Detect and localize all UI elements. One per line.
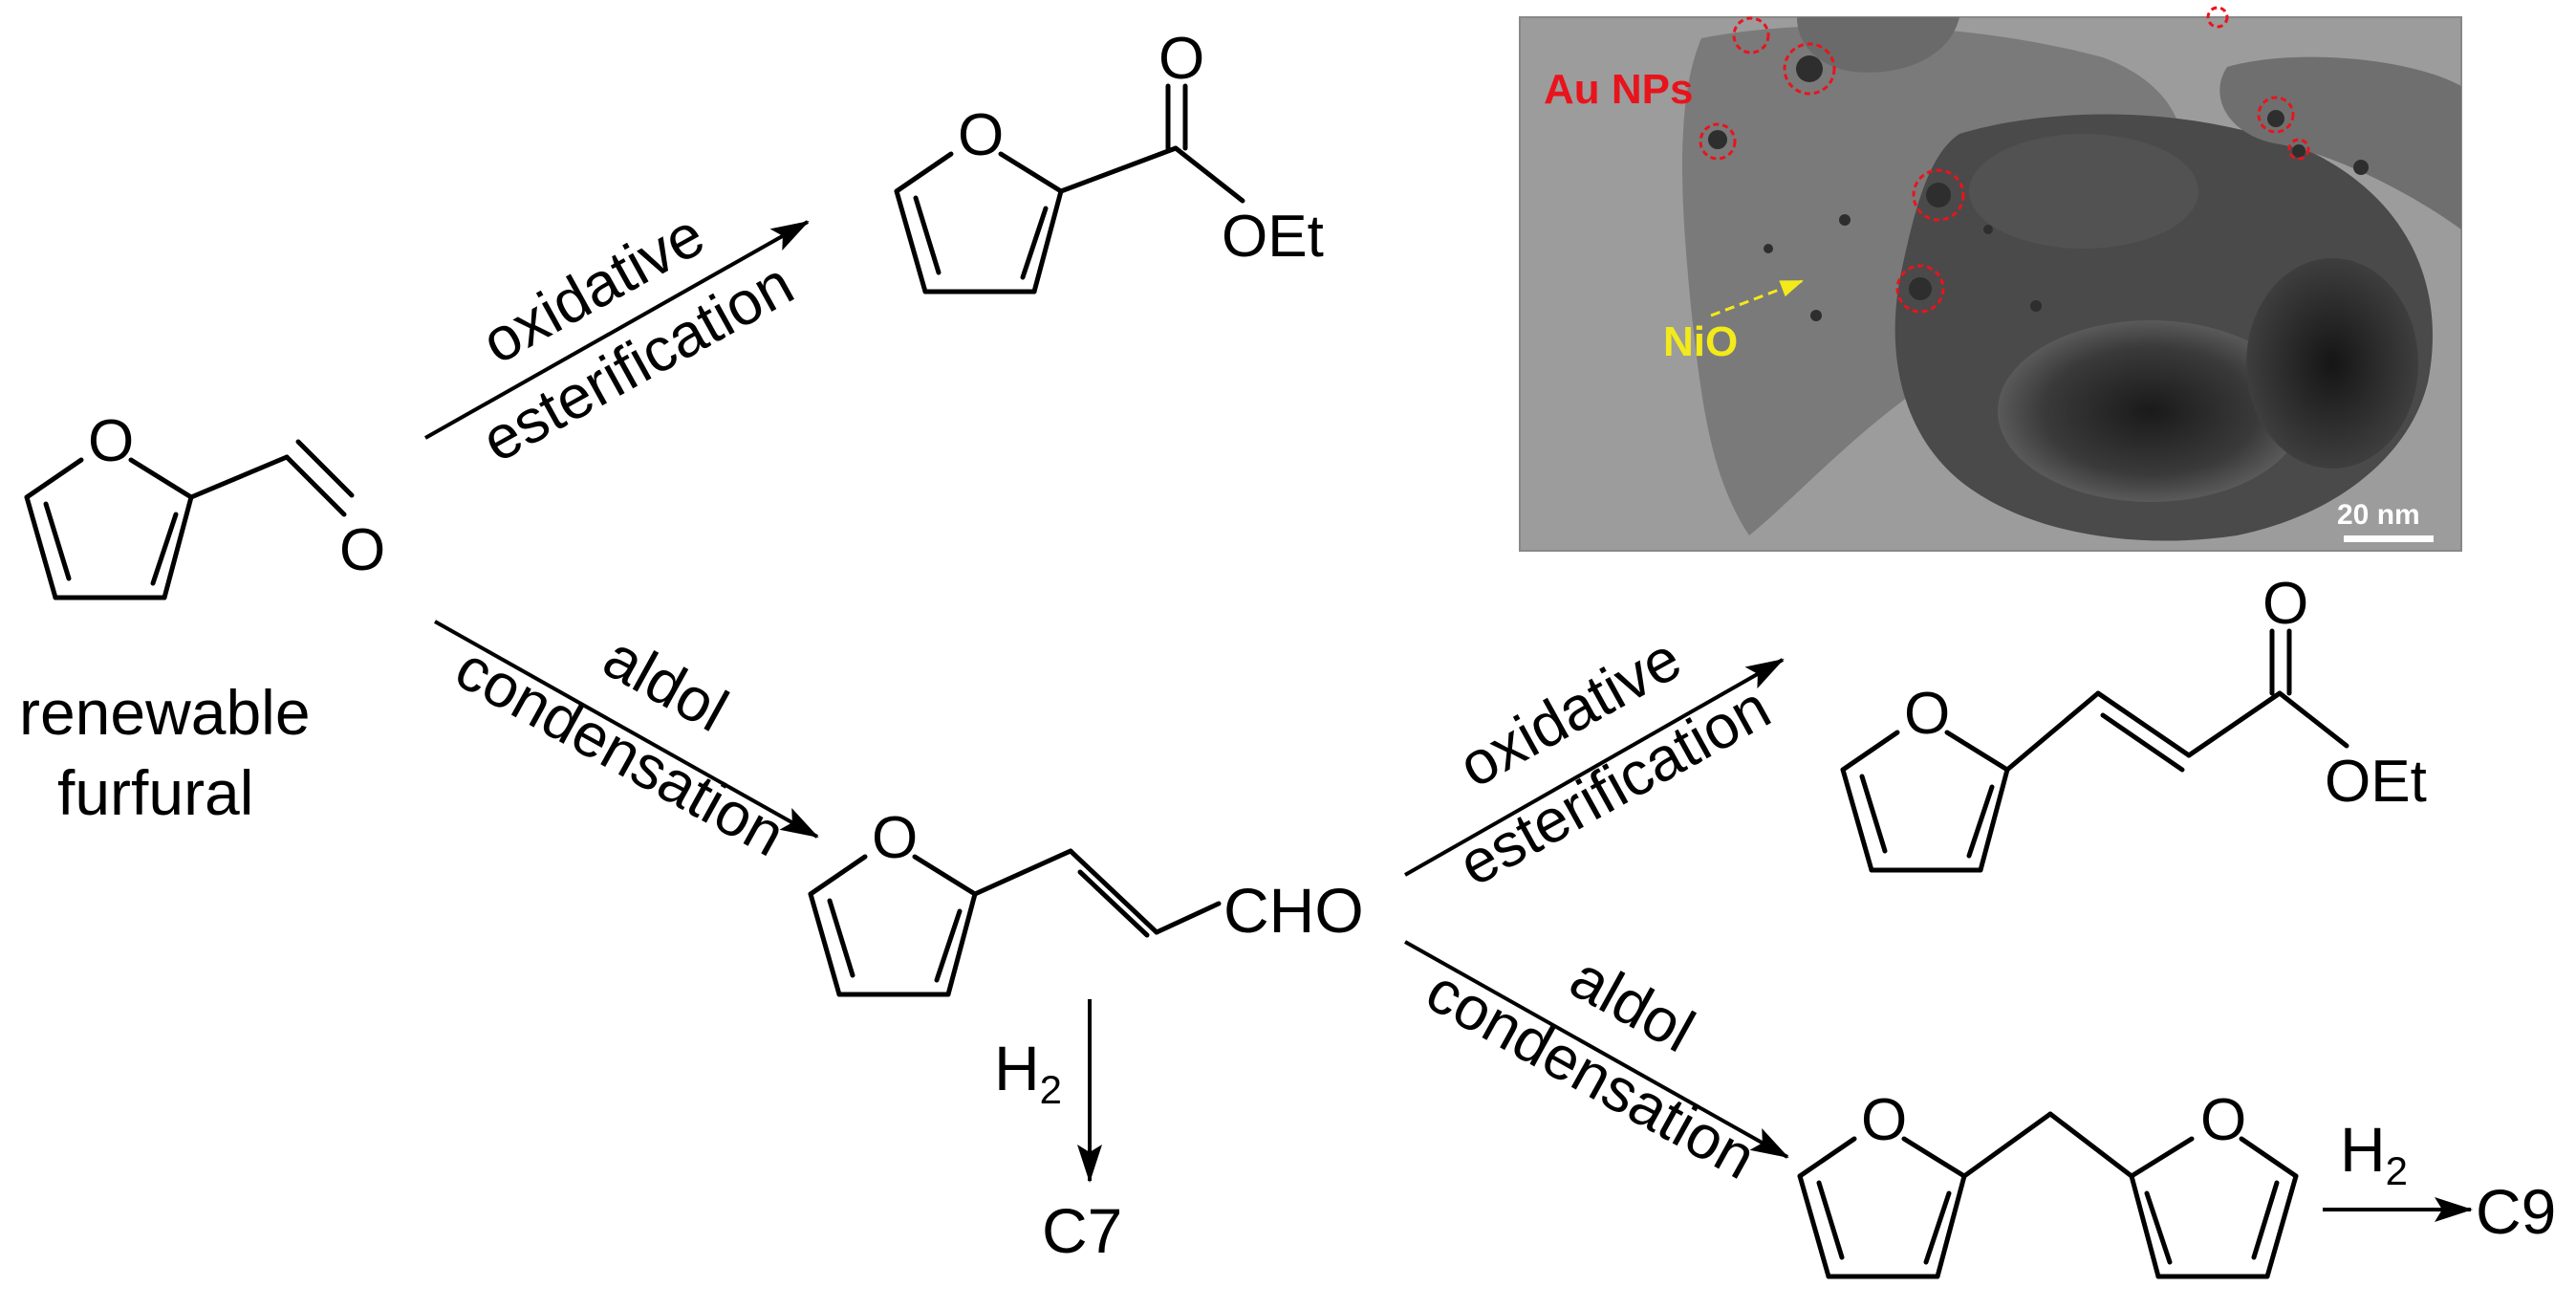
ethyl-furylacrylate-carbonyl-oxygen: O (2262, 571, 2308, 637)
tem-nio-pointer (1710, 279, 1804, 317)
tem-micrograph: Au NPs NiO 20 nm (1519, 6, 2462, 552)
furylacrolein-structure: O CHO (808, 805, 1364, 997)
product-c7: C7 (1042, 1195, 1122, 1266)
tem-label-nio: NiO (1663, 318, 1738, 365)
ethyl-furoate-ring-oxygen: O (958, 102, 1004, 168)
ethyl-furylacrylate-ring-oxygen: O (1904, 681, 1950, 747)
arrow-aldol-condensation-2 (1404, 940, 1789, 1159)
difurylmethane-ring-oxygen-1: O (1861, 1087, 1907, 1153)
difurylmethane-ring-oxygen-2: O (2200, 1087, 2246, 1153)
ethyl-furoate-structure: O O OEt (894, 26, 1324, 295)
furfural-name-line1: renewable (19, 677, 311, 748)
arrow-aldol-condensation-1 (434, 620, 819, 839)
furylacrolein-ring-oxygen: O (872, 805, 918, 871)
product-c9: C9 (2476, 1176, 2556, 1247)
furfural-structure: O O (24, 408, 385, 600)
ethyl-furylacrylate-structure: O O OEt (1840, 571, 2427, 873)
ethyl-furoate-carbonyl-oxygen: O (1158, 26, 1204, 92)
arrow-oxidative-esterification-1 (424, 220, 810, 440)
arrow-oxidative-esterification-2 (1404, 658, 1785, 877)
furfural-name-line2: furfural (57, 757, 253, 828)
furfural-carbonyl-oxygen: O (339, 517, 385, 583)
tem-scale-bar (2344, 535, 2434, 542)
ethyl-furylacrylate-ester-group: OEt (2325, 749, 2427, 815)
tem-label-au-nps: Au NPs (1544, 66, 1693, 113)
tem-scale-label: 20 nm (2337, 499, 2420, 531)
furfural-ring-oxygen: O (88, 408, 134, 474)
furylacrolein-cho-group: CHO (1223, 875, 1364, 946)
ethyl-furoate-ester-group: OEt (1222, 204, 1324, 270)
hydrogenation-2-reagent: H2 (2340, 1114, 2408, 1193)
hydrogenation-1-reagent: H2 (994, 1033, 1062, 1112)
difurylmethane-structure: O O (1797, 1087, 2299, 1279)
